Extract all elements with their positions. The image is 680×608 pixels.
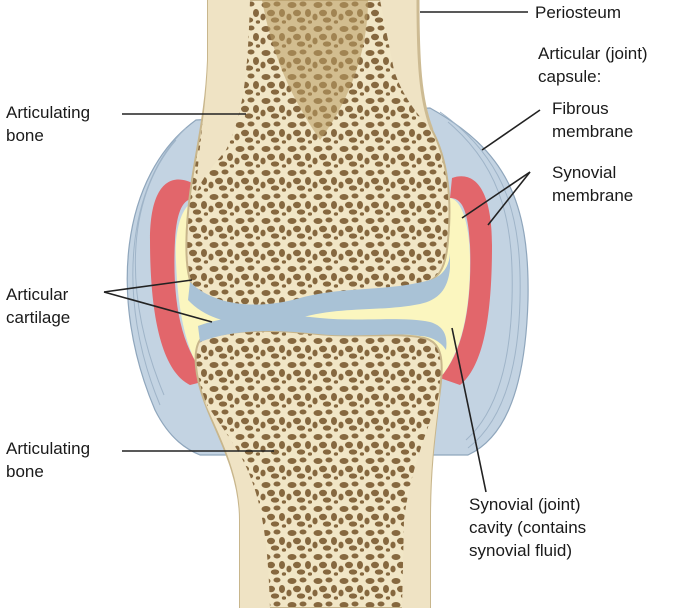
label-fibrous-membrane: Fibrous membrane xyxy=(552,99,634,141)
label-articular-capsule: Articular (joint) capsule: xyxy=(538,44,648,86)
synovial-membrane-left xyxy=(150,179,210,385)
leader-synovial-1 xyxy=(461,171,531,219)
upper-articular-cartilage xyxy=(188,252,450,325)
label-synovial-cavity: Synovial (joint) cavity (contains synovi… xyxy=(469,495,587,560)
leader-synovial-2 xyxy=(487,171,531,226)
leader-cartilage-1 xyxy=(103,279,193,293)
lower-bone-cortex-right xyxy=(402,392,440,608)
label-synovial-membrane: Synovial membrane xyxy=(552,163,634,205)
upper-bone-cortex-right xyxy=(380,0,432,130)
upper-medullary-cavity xyxy=(262,0,368,140)
label-articulating-bone-bottom: Articulating bone xyxy=(6,439,91,481)
periosteum xyxy=(416,0,434,131)
label-articulating-bone-top: Articulating bone xyxy=(6,103,91,145)
label-articular-cartilage: Articular cartilage xyxy=(6,285,71,327)
capsule-fiber-lines xyxy=(132,111,521,449)
synovial-membrane-right xyxy=(440,176,492,385)
leader-cartilage-2 xyxy=(103,291,213,323)
leader-cavity xyxy=(451,327,487,493)
leader-fibrous xyxy=(481,109,541,151)
label-periosteum: Periosteum xyxy=(535,3,621,22)
leader-lines xyxy=(103,11,541,493)
lower-bone-cortex xyxy=(204,400,270,608)
upper-bone-cortex xyxy=(196,0,250,195)
lower-articular-cartilage xyxy=(198,315,447,350)
